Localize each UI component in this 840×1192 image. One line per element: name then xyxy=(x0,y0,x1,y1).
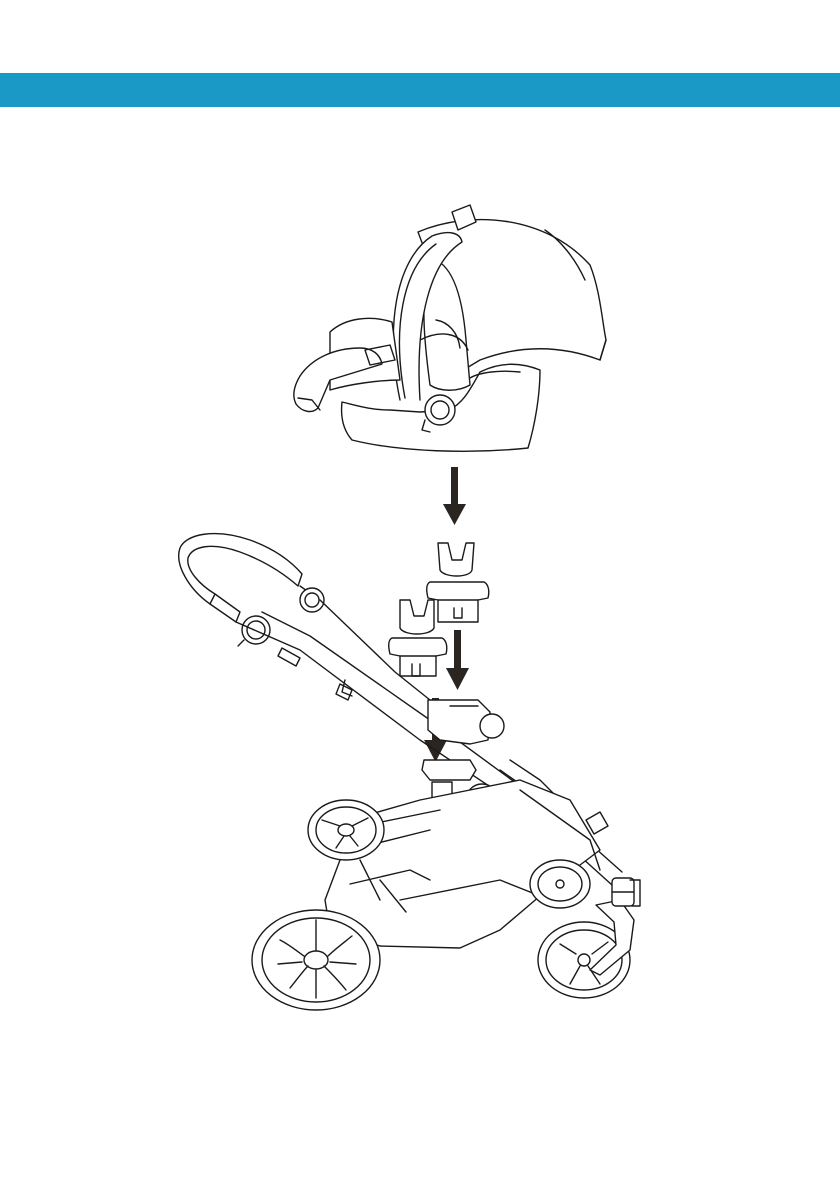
rear-wheel xyxy=(308,800,384,860)
infant-car-seat xyxy=(294,205,606,451)
front-wheel-left xyxy=(252,910,380,1010)
rear-wheel-right xyxy=(530,860,590,908)
car-seat-adapter-right xyxy=(427,543,489,622)
arrow-seat-to-adapter xyxy=(443,467,466,525)
arrow-adapter-right-to-frame xyxy=(446,630,469,690)
